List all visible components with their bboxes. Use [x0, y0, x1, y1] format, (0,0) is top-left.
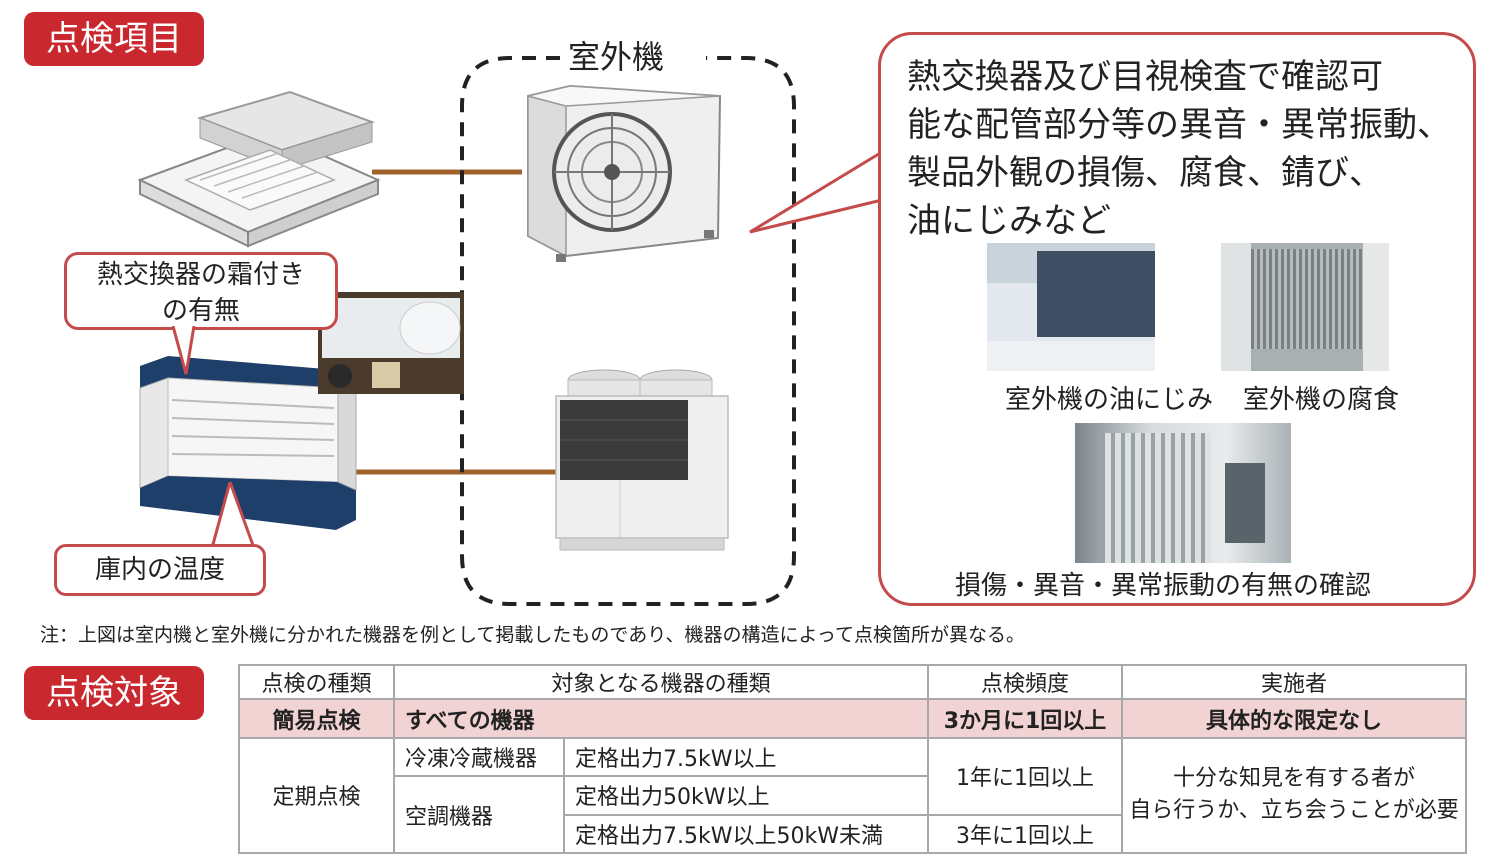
outdoor-unit-fan [527, 84, 722, 262]
oil-bleed-photo [987, 243, 1155, 371]
header-frequency: 点検頻度 [927, 663, 1123, 701]
periodic-refrigeration: 冷凍冷蔵機器 [393, 736, 565, 778]
table-row-periodic-3: 定格出力7.5kW以上50kW未満 3年に1回以上 [239, 813, 1466, 855]
targets-heading: 点検対象 [24, 666, 204, 720]
periodic-frequency-3year: 3年に1回以上 [927, 813, 1123, 855]
table-row-periodic-1: 定期点検 冷凍冷蔵機器 定格出力7.5kW以上 1年に1回以上 十分な知見を有す… [238, 736, 1467, 855]
temperature-callout: 庫内の温度 [54, 544, 266, 596]
periodic-executor: 十分な知見を有する者が 自ら行うか、立ち会うことが必要 [1121, 736, 1467, 855]
footnote: 注：上図は室内機と室外機に分かれた機器を例として掲載したものであり、機器の構造に… [40, 624, 1025, 646]
header-equipment-type: 対象となる機器の種類 [393, 663, 929, 701]
outdoor-unit-label: 室外機 [568, 38, 665, 76]
periodic-spec-3: 定格出力7.5kW以上50kW未満 [563, 813, 929, 855]
ceiling-cassette-unit [137, 90, 381, 248]
periodic-air-conditioning: 空調機器 [393, 775, 565, 854]
inspection-target-table: 点検の種類 対象となる機器の種類 点検頻度 実施者 簡易点検 すべての機器 3か… [238, 663, 1467, 855]
frost-callout-text: 熱交換器の霜付き の有無 [96, 260, 305, 326]
simple-type: 簡易点検 [238, 698, 395, 739]
header-inspection-type: 点検の種類 [238, 663, 395, 701]
table-header-row: 点検の種類 対象となる機器の種類 点検頻度 実施者 [238, 663, 1467, 701]
simple-equipment: すべての機器 [393, 698, 929, 739]
damage-check-photo [1075, 423, 1291, 563]
main-callout-tail [749, 150, 884, 234]
table-row-simple: 簡易点検 すべての機器 3か月に1回以上 具体的な限定なし [238, 698, 1467, 739]
simple-frequency: 3か月に1回以上 [927, 698, 1123, 739]
temperature-callout-text: 庫内の温度 [94, 555, 225, 585]
items-heading: 点検項目 [24, 12, 204, 66]
frost-photo [318, 292, 464, 394]
refrigerated-showcase [139, 356, 357, 530]
simple-executor: 具体的な限定なし [1121, 698, 1467, 739]
equipment-illustration [137, 56, 796, 606]
periodic-frequency-yearly: 1年に1回以上 [927, 736, 1123, 816]
table-row-periodic-2: 空調機器 定格出力50kW以上 [239, 775, 1466, 854]
periodic-spec-2: 定格出力50kW以上 [563, 775, 929, 816]
periodic-spec-1: 定格出力7.5kW以上 [563, 736, 929, 778]
damage-check-caption: 損傷・異音・異常振動の有無の確認 [955, 571, 1372, 601]
oil-bleed-caption: 室外機の油にじみ [1005, 385, 1214, 415]
vrf-outdoor-unit [555, 369, 729, 551]
frost-callout-tail [171, 326, 196, 375]
corrosion-photo [1221, 243, 1389, 371]
main-callout-text: 熱交換器及び目視検査で確認可 能な配管部分等の異音・異常振動、 製品外観の損傷、… [907, 57, 1451, 241]
corrosion-caption: 室外機の腐食 [1243, 385, 1400, 415]
frost-callout: 熱交換器の霜付き の有無 [64, 252, 338, 330]
main-callout: 熱交換器及び目視検査で確認可 能な配管部分等の異音・異常振動、 製品外観の損傷、… [878, 32, 1476, 606]
temperature-callout-tail [210, 482, 256, 549]
header-executor: 実施者 [1121, 663, 1467, 701]
periodic-type: 定期点検 [238, 736, 395, 855]
outdoor-unit-frame [460, 56, 796, 606]
